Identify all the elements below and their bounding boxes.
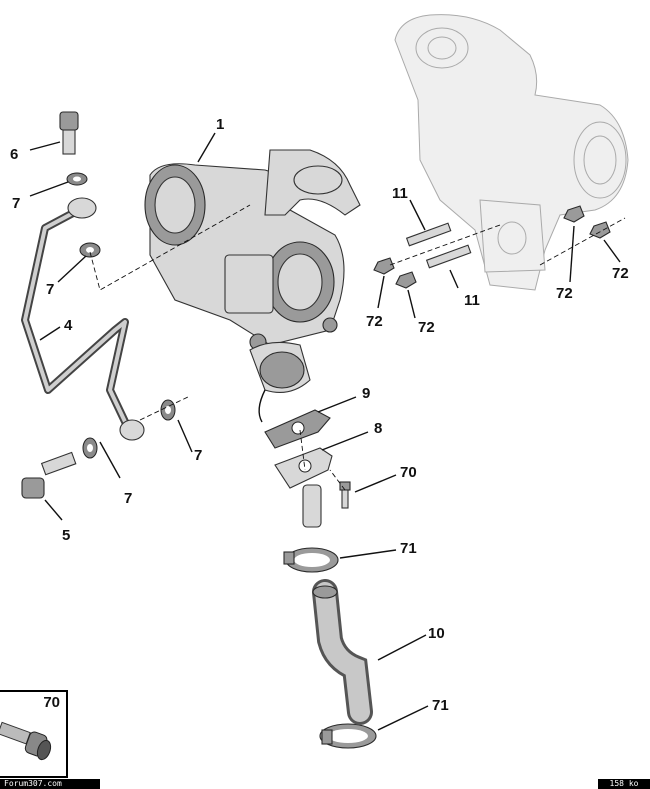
hose-clip-upper	[283, 547, 339, 573]
banjo-bolt-bottom	[21, 451, 77, 499]
callout-72-a: 72	[366, 313, 383, 330]
exhaust-nuts	[373, 205, 611, 289]
callout-7-b: 7	[46, 281, 54, 298]
callout-71-b: 71	[432, 697, 449, 714]
callout-71-a: 71	[400, 540, 417, 557]
turbo-reference-view	[394, 14, 629, 291]
flange-bolt	[339, 481, 351, 509]
oil-feed-pipe	[21, 197, 145, 441]
callout-11-b: 11	[464, 292, 480, 309]
alignment-lines	[89, 204, 626, 491]
inset-bolt-icon	[0, 721, 52, 761]
inset-detail-box: 70	[0, 690, 68, 778]
callout-5: 5	[62, 527, 70, 544]
turbocharger	[144, 149, 361, 423]
banjo-bolt-top	[59, 111, 79, 155]
callout-labels: 1 6 7 7 4 7 7 5 9 8 70 71 10 71 11 11 72…	[10, 116, 629, 714]
inset-label: 70	[43, 694, 60, 711]
callout-11-a: 11	[392, 185, 408, 202]
callout-72-b: 72	[418, 319, 435, 336]
callout-8: 8	[374, 420, 382, 437]
oil-return-flange	[274, 447, 333, 528]
oil-return-gasket	[264, 409, 331, 449]
callout-70: 70	[400, 464, 417, 481]
leader-lines	[29, 132, 621, 731]
exhaust-studs	[405, 222, 472, 269]
callout-10: 10	[428, 625, 445, 642]
callout-9: 9	[362, 385, 370, 402]
oil-return-hose	[312, 579, 373, 725]
callout-72-d: 72	[612, 265, 629, 282]
hose-clip-lower	[319, 723, 377, 749]
callout-4: 4	[64, 317, 73, 334]
file-size-label: 158 ko	[598, 779, 650, 789]
copper-washers	[66, 172, 176, 459]
callout-7-d: 7	[124, 490, 132, 507]
callout-7-a: 7	[12, 195, 20, 212]
callout-1: 1	[216, 116, 224, 133]
callout-7-c: 7	[194, 447, 202, 464]
callout-72-c: 72	[556, 285, 573, 302]
site-watermark: Forum307.com	[0, 779, 100, 789]
callout-6: 6	[10, 146, 18, 163]
